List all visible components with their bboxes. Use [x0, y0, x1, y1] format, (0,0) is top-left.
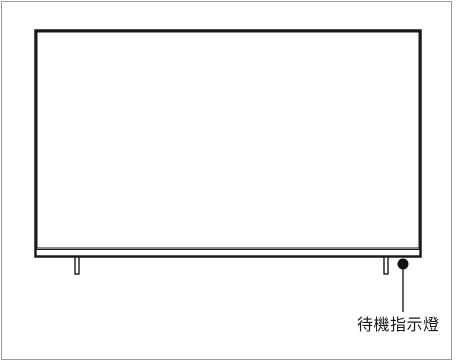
standby-indicator-icon [397, 258, 409, 270]
tv-screen [36, 31, 420, 249]
tv-foot-left [74, 256, 80, 275]
standby-indicator-label: 待機指示燈 [357, 315, 440, 334]
tv-foot-right [383, 256, 389, 275]
tv-bezel [34, 29, 422, 258]
